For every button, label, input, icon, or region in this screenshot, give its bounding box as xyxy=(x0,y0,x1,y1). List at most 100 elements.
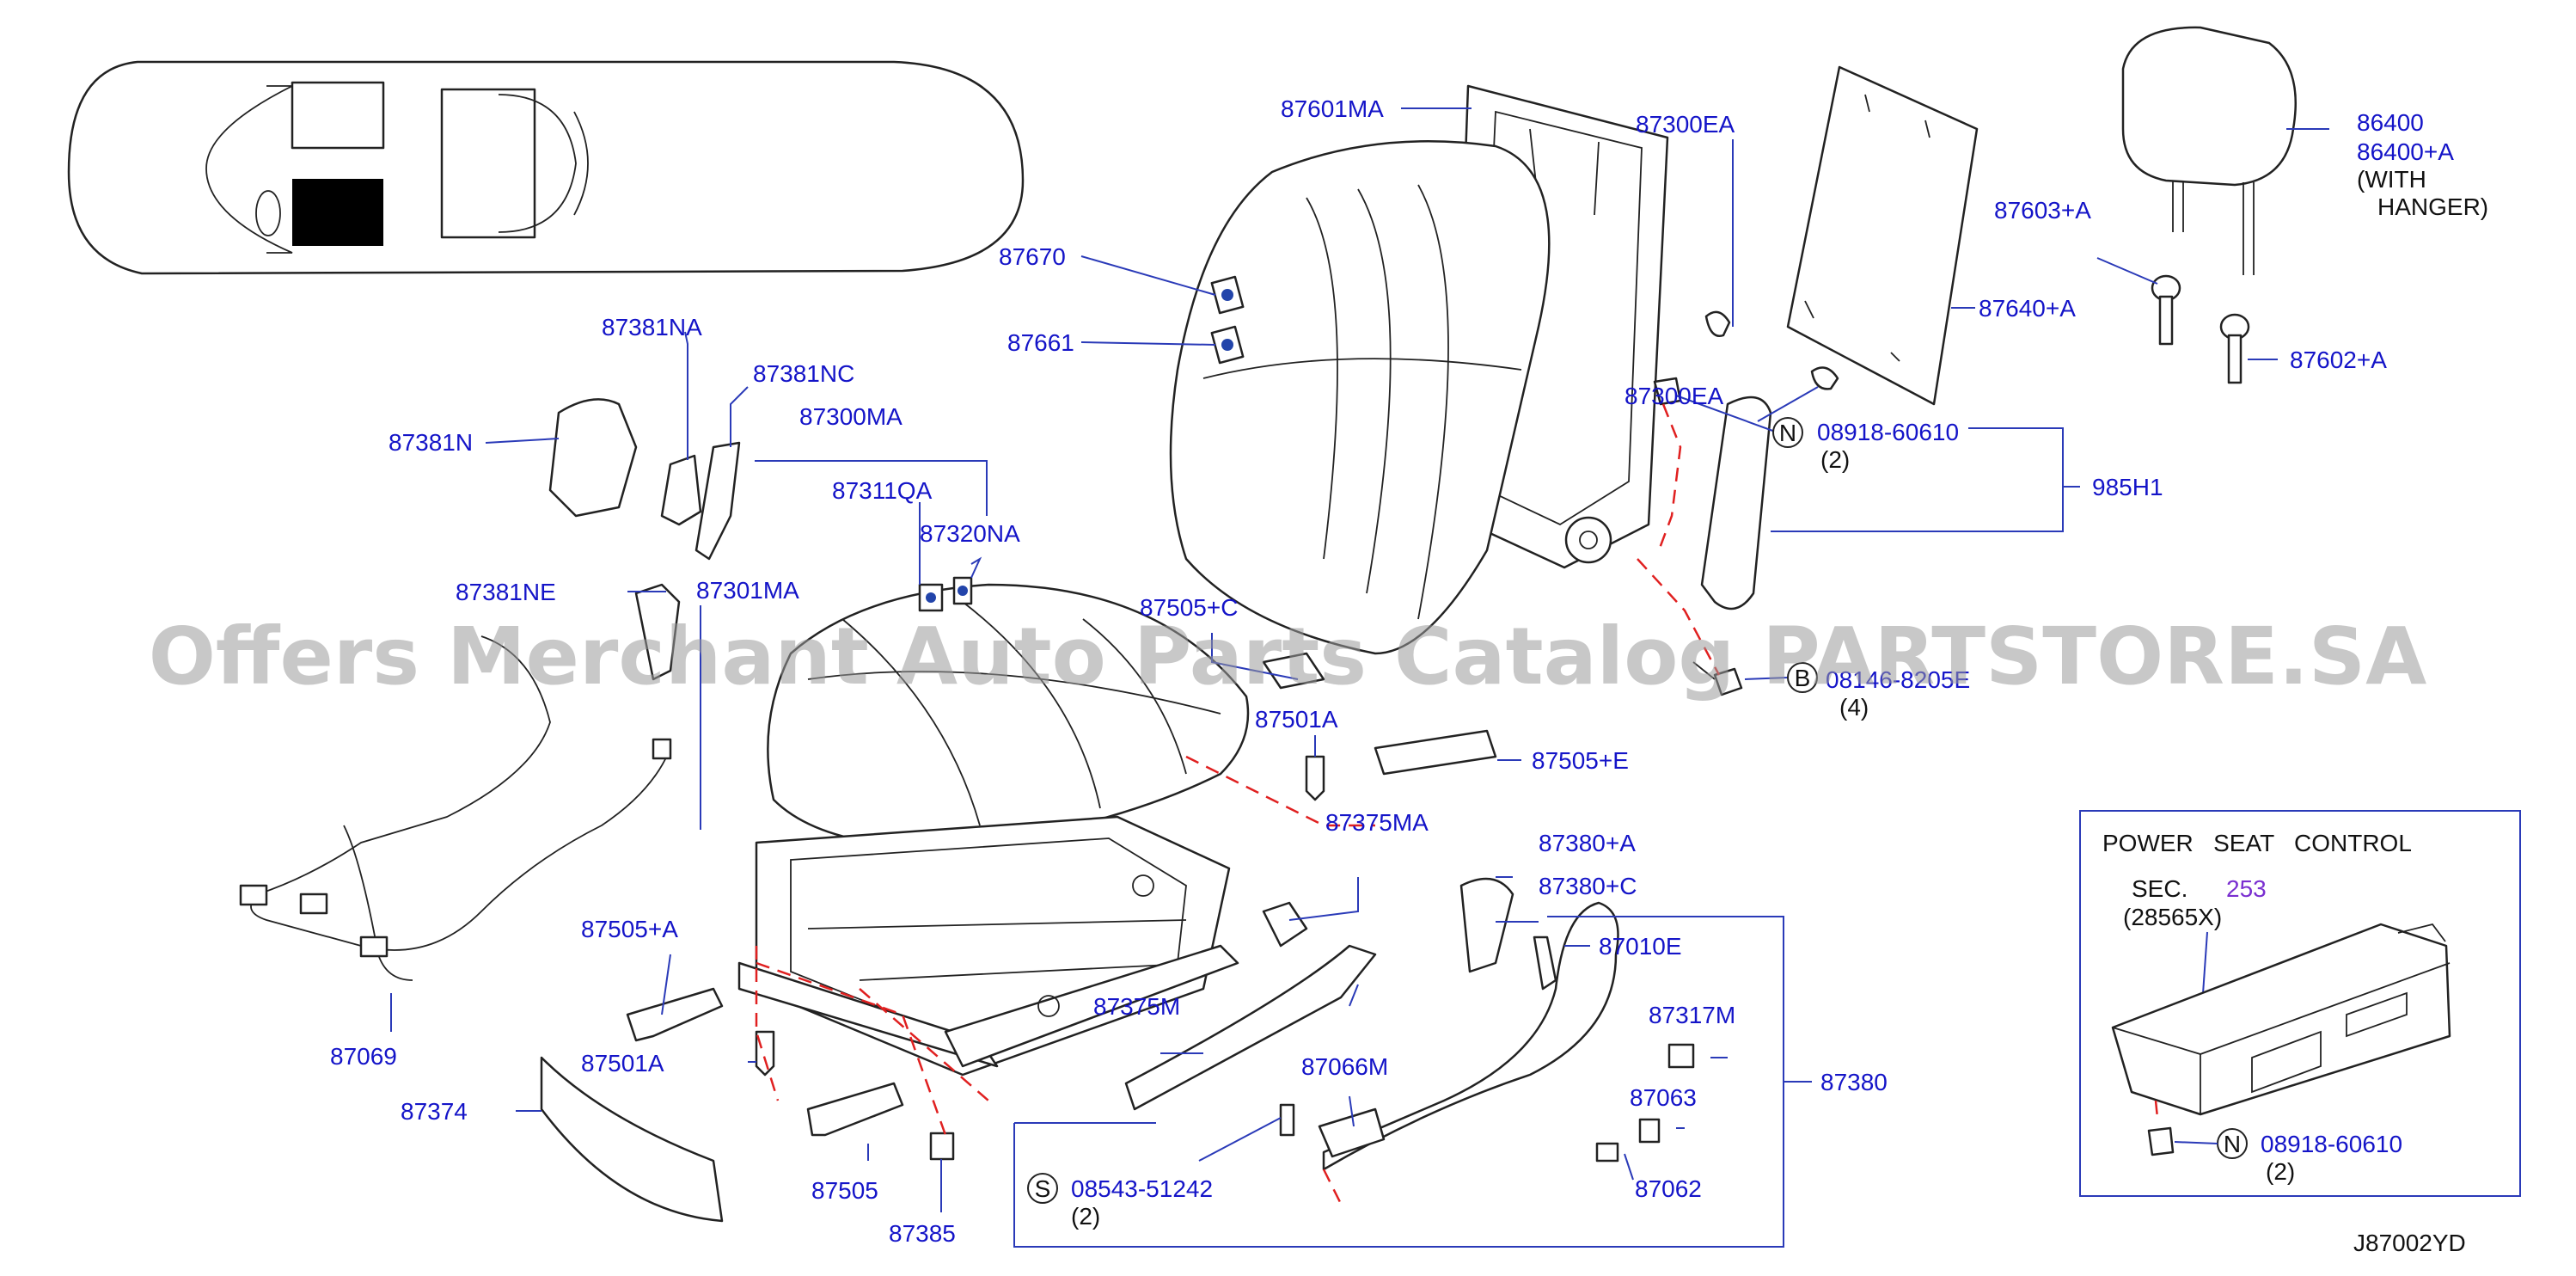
label-87301MA[interactable]: 87301MA xyxy=(696,577,799,604)
label-87320NA[interactable]: 87320NA xyxy=(920,520,1020,547)
label-87385[interactable]: 87385 xyxy=(889,1220,956,1247)
trim-87374 xyxy=(540,1056,724,1223)
symbol-b: B xyxy=(1795,665,1811,691)
label-87300EA-upper[interactable]: 87300EA xyxy=(1636,111,1735,138)
label-87603A[interactable]: 87603+A xyxy=(1994,197,2091,224)
label-87010E[interactable]: 87010E xyxy=(1599,933,1682,960)
symbol-s-circle xyxy=(1027,1173,1058,1204)
label-87661[interactable]: 87661 xyxy=(1007,329,1074,356)
label-87381NA[interactable]: 87381NA xyxy=(602,314,702,340)
label-87063[interactable]: 87063 xyxy=(1630,1084,1697,1111)
label-87374[interactable]: 87374 xyxy=(401,1098,468,1125)
control-unit-28565X xyxy=(2111,923,2451,1116)
label-87311QA[interactable]: 87311QA xyxy=(832,477,933,504)
label-87380A[interactable]: 87380+A xyxy=(1539,830,1636,856)
watermark-text: Offers Merchant Auto Parts Catalog PARTS… xyxy=(149,610,2427,702)
cover-87380A xyxy=(1459,877,1514,973)
note-hanger: HANGER) xyxy=(2377,193,2488,220)
qty-08543: (2) xyxy=(1071,1203,1100,1230)
label-87505E[interactable]: 87505+E xyxy=(1532,747,1629,774)
trim-87381NE xyxy=(634,583,681,681)
label-08146-8205E[interactable]: 08146-8205E xyxy=(1826,666,1970,693)
car-location-icon xyxy=(67,60,1025,275)
label-87380C[interactable]: 87380+C xyxy=(1539,873,1637,899)
symbol-n2: N xyxy=(2224,1131,2241,1157)
label-87381N[interactable]: 87381N xyxy=(389,429,473,456)
headrest-guide-87603A xyxy=(2151,274,2181,346)
qty-08918-upper: (2) xyxy=(1820,446,1850,473)
symbol-b-circle xyxy=(1787,662,1818,693)
label-87381NE[interactable]: 87381NE xyxy=(456,579,556,605)
label-87505A[interactable]: 87505+A xyxy=(581,916,678,942)
cover-87505E xyxy=(1374,729,1497,776)
cover-87505A xyxy=(626,987,724,1042)
part-labels: 87601MA 87300EA 87300EA 86400 86400+A (W… xyxy=(330,95,2488,1247)
label-86400[interactable]: 86400 xyxy=(2357,109,2424,136)
psc-sec-link[interactable]: 253 xyxy=(2226,875,2267,902)
trim-87381NA xyxy=(660,454,702,526)
label-87602A[interactable]: 87602+A xyxy=(2290,347,2387,373)
label-87069[interactable]: 87069 xyxy=(330,1043,397,1070)
selected-seat-marker xyxy=(292,179,383,246)
clip-87375MA xyxy=(1262,901,1308,948)
label-86400A[interactable]: 86400+A xyxy=(2357,138,2454,165)
psc-sec-prefix: SEC. xyxy=(2132,875,2187,902)
label-87640A[interactable]: 87640+A xyxy=(1979,295,2076,322)
psc-title: POWER SEAT CONTROL xyxy=(2102,830,2412,856)
trim-87381NC xyxy=(694,441,741,561)
assembly-dashed-lines xyxy=(755,403,1721,1205)
psc-sec-part: (28565X) xyxy=(2123,904,2222,930)
symbol-s: S xyxy=(1035,1175,1051,1202)
headrest-86400 xyxy=(2121,26,2297,275)
leader-lines xyxy=(390,107,2329,1248)
switch-87066M xyxy=(1318,1107,1386,1158)
seat-cushion xyxy=(767,583,1250,849)
label-08918-60610-lower[interactable]: 08918-60610 xyxy=(2261,1131,2402,1157)
label-87381NC[interactable]: 87381NC xyxy=(753,360,854,387)
clip-87300EA-lower xyxy=(1810,366,1839,390)
label-87670[interactable]: 87670 xyxy=(999,243,1066,270)
symbol-n: N xyxy=(1779,420,1796,446)
finisher-87375M xyxy=(1124,944,1377,1111)
power-seat-control-panel: POWER SEAT CONTROL SEC. 253 (28565X) 089… xyxy=(2079,810,2521,1197)
trim-87381N xyxy=(548,398,638,518)
label-87375M[interactable]: 87375M xyxy=(1093,993,1180,1020)
knob-87063 xyxy=(1638,1118,1661,1144)
headrest-guide-87602A xyxy=(2219,313,2250,384)
nut-08918-lower xyxy=(2147,1126,2175,1156)
label-87380[interactable]: 87380 xyxy=(1820,1069,1888,1095)
label-87300EA-lower[interactable]: 87300EA xyxy=(1625,383,1724,409)
back-board-87640A xyxy=(1786,65,1979,406)
screw-08543 xyxy=(1279,1103,1295,1137)
clip-87300EA-upper xyxy=(1704,310,1731,337)
note-with: (WITH xyxy=(2357,166,2426,193)
qty-08918-lower: (2) xyxy=(2266,1158,2295,1185)
label-87317M[interactable]: 87317M xyxy=(1649,1002,1735,1028)
label-87375MA[interactable]: 87375MA xyxy=(1325,809,1429,836)
bolt-87501A-upper xyxy=(1305,755,1325,801)
label-87505[interactable]: 87505 xyxy=(811,1177,878,1204)
label-87066M[interactable]: 87066M xyxy=(1301,1053,1388,1080)
nut-08918 xyxy=(1653,377,1682,406)
seat-frame-87301MA xyxy=(737,815,1239,1077)
label-87501A-lower[interactable]: 87501A xyxy=(581,1050,664,1077)
cover-87505C xyxy=(1262,652,1325,690)
label-08543-51242[interactable]: 08543-51242 xyxy=(1071,1175,1213,1202)
band-87010E xyxy=(1533,936,1557,991)
wire-harness-87069 xyxy=(250,635,671,951)
psc-frame xyxy=(2079,810,2521,1197)
bolt-08146 xyxy=(1713,667,1743,696)
label-87300MA[interactable]: 87300MA xyxy=(799,403,903,430)
knob-87062 xyxy=(1595,1142,1619,1163)
label-08918-60610-upper[interactable]: 08918-60610 xyxy=(1817,419,1959,445)
label-87501A-upper[interactable]: 87501A xyxy=(1255,706,1338,733)
label-87505C[interactable]: 87505+C xyxy=(1140,594,1238,621)
label-87601MA[interactable]: 87601MA xyxy=(1281,95,1384,122)
seatback-trim xyxy=(1169,140,1551,655)
switch-87385 xyxy=(929,1132,955,1161)
label-87062[interactable]: 87062 xyxy=(1635,1175,1702,1202)
label-985H1[interactable]: 985H1 xyxy=(2092,474,2163,500)
cover-87505 xyxy=(806,1082,904,1137)
qty-08146: (4) xyxy=(1839,694,1869,721)
